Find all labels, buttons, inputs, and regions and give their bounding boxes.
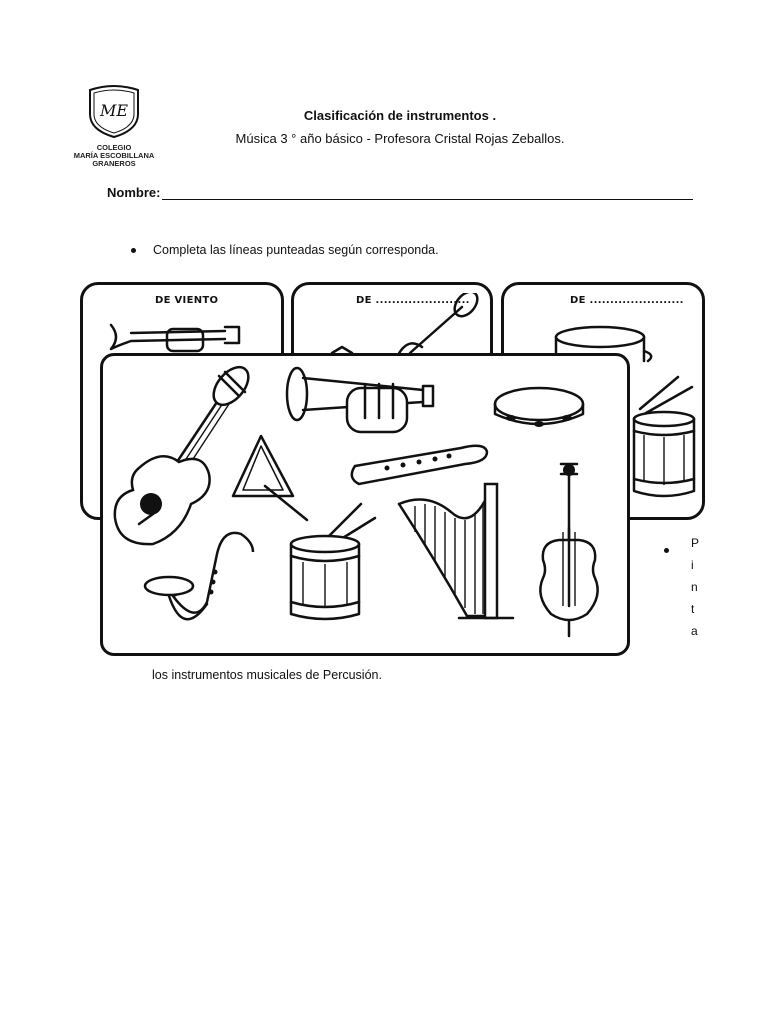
letter-5: a: [691, 624, 698, 638]
card-title-2: DE .......................: [356, 295, 470, 306]
letter-4: t: [691, 602, 695, 616]
recorder-icon[interactable]: [350, 444, 489, 486]
instruments-drawing: [113, 361, 599, 638]
harp-icon[interactable]: [397, 482, 515, 620]
logo-line-2: MARÍA ESCOBILLANA: [73, 151, 155, 160]
drum-top-icon: [554, 325, 653, 363]
bullet-icon: [664, 548, 669, 554]
name-input-line[interactable]: [162, 185, 694, 200]
name-label: Nombre:: [107, 185, 161, 200]
violin-icon[interactable]: [539, 462, 599, 638]
drum-icon[interactable]: [289, 502, 377, 621]
tambourine-icon[interactable]: [493, 386, 585, 427]
instruments-panel: [100, 353, 630, 656]
card-title-viento: DE VIENTO: [155, 295, 219, 306]
guitar-small-icon: [330, 293, 479, 357]
triangle-icon[interactable]: [231, 434, 309, 522]
instruction-2-text: los instrumentos musicales de Percusión.: [152, 668, 382, 682]
drum-side-icon: [632, 375, 696, 498]
trumpet-icon[interactable]: [285, 366, 435, 434]
letter-2: i: [691, 558, 694, 572]
logo-line-3: GRANEROS: [92, 159, 136, 168]
instruction-1: Completa las líneas punteadas según corr…: [131, 243, 439, 257]
page-subtitle: Música 3 ° año básico - Profesora Crista…: [235, 131, 565, 146]
school-logo: ME COLEGIO MARÍA ESCOBILLANA GRANEROS: [66, 84, 162, 168]
logo-line-1: COLEGIO: [96, 143, 132, 152]
bullet-2: [664, 542, 686, 560]
saxophone-icon[interactable]: [143, 531, 255, 621]
school-crest-icon: ME: [89, 85, 139, 138]
page-title: Clasificación de instrumentos .: [303, 108, 497, 123]
guitar-icon[interactable]: [113, 361, 255, 546]
letter-1: P: [691, 536, 700, 550]
bullet-icon: [131, 248, 136, 254]
card-title-3: DE .......................: [570, 295, 684, 306]
letter-3: n: [691, 580, 698, 594]
svg-text:ME: ME: [99, 101, 128, 120]
name-field: Nombre:: [107, 185, 694, 200]
trumpet-icon: [109, 323, 241, 353]
